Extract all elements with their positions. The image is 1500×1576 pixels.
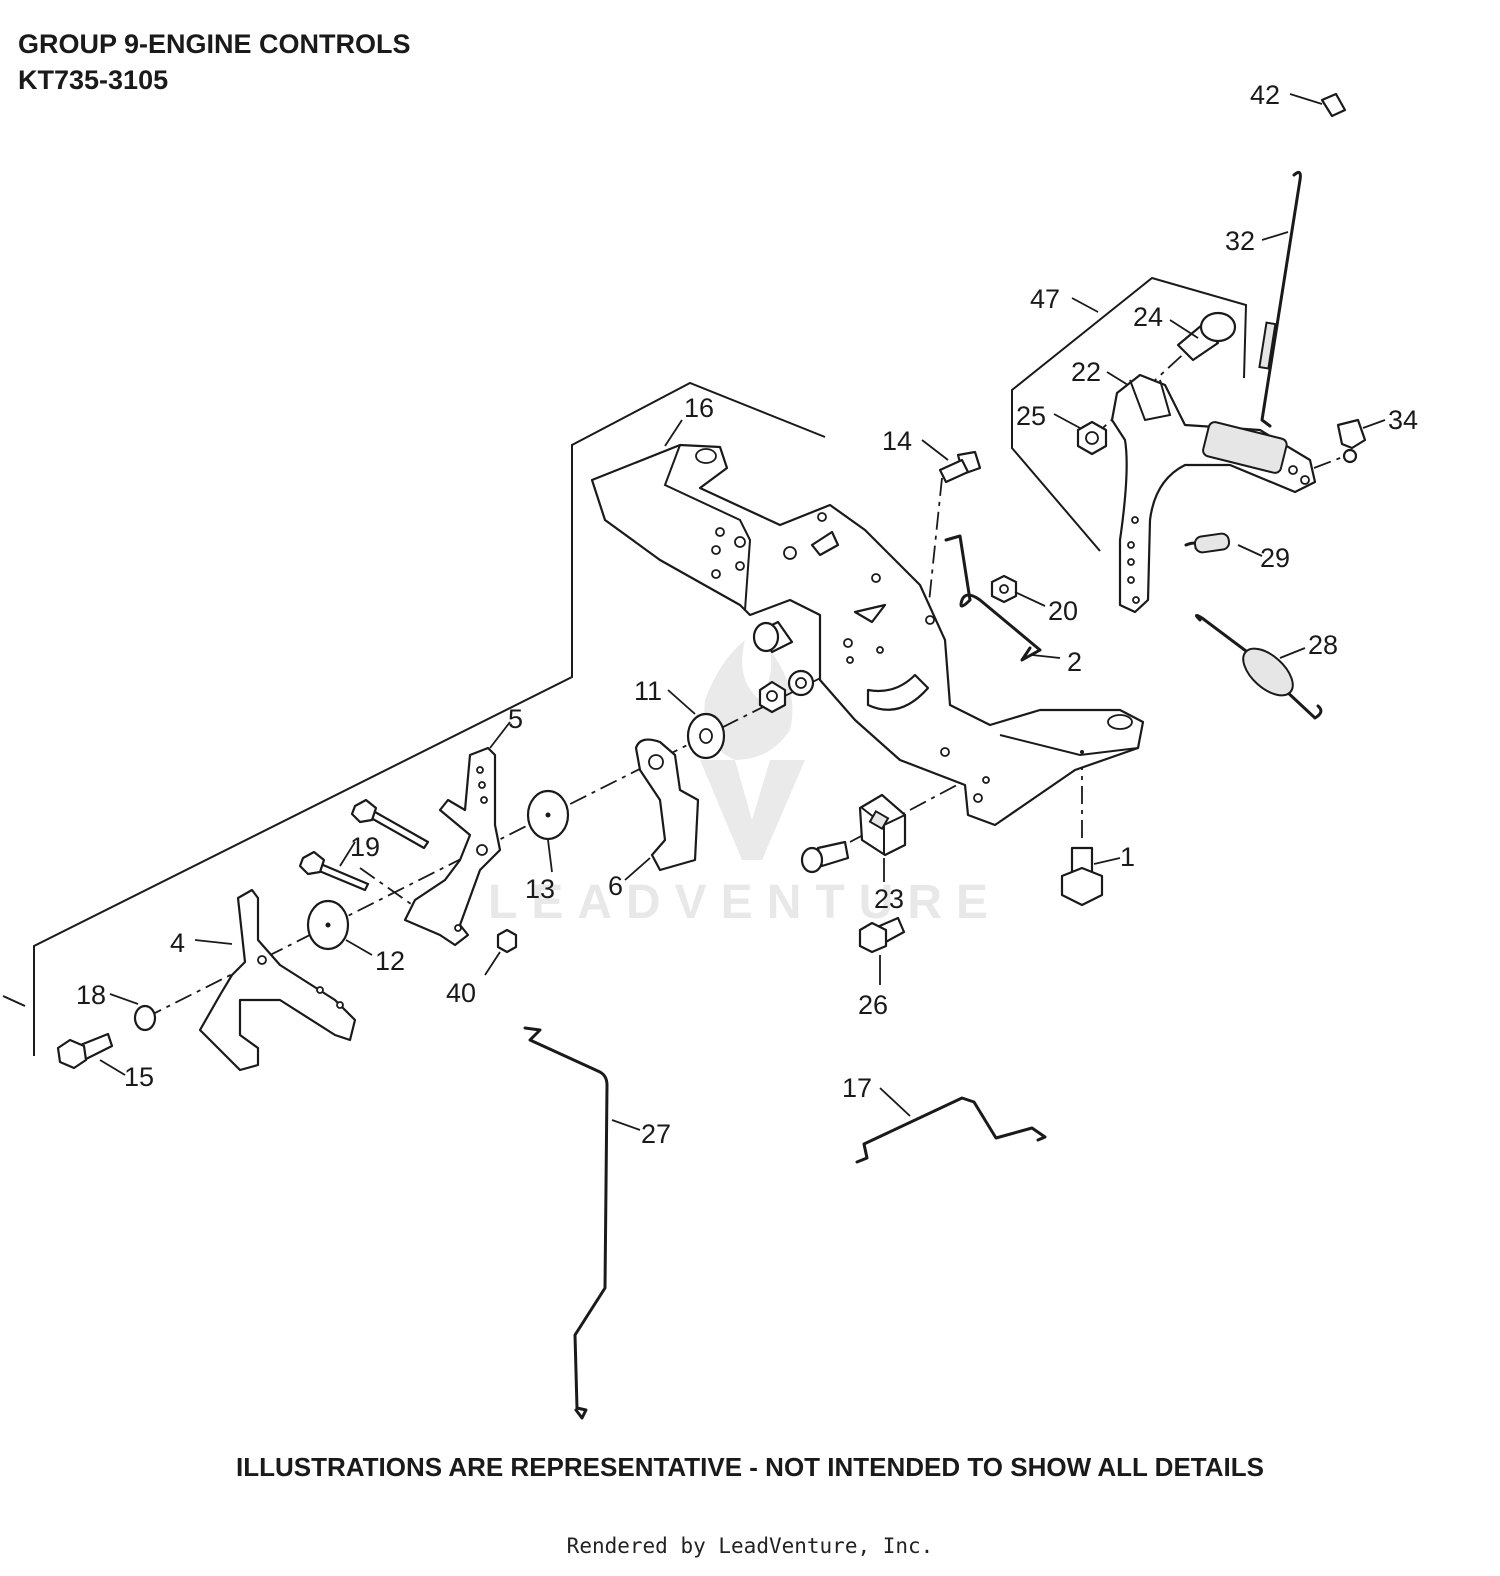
- callout-13: 13: [525, 874, 555, 904]
- callout-labels: 42 32 47 24 22 25 34 29 28 16 14 20 2 11…: [76, 80, 1418, 1149]
- part-29-clip: [1336, 418, 1367, 464]
- callout-22: 22: [1071, 357, 1101, 387]
- part-42-nut: [496, 928, 518, 954]
- group-title: GROUP 9-ENGINE CONTROLS: [18, 29, 411, 59]
- part-25-rod: [523, 1026, 609, 1420]
- leader-lines: [99, 93, 1386, 1131]
- part-4-bracket: [198, 888, 357, 1072]
- callout-20: 23: [874, 884, 904, 914]
- part-24-nut: [1076, 420, 1108, 456]
- part-23-knob: [1176, 311, 1237, 362]
- part-22-throttle-lever: [1110, 373, 1317, 614]
- part-40-bolt: [858, 916, 906, 954]
- part-14-bolt: [938, 450, 982, 484]
- bushing-nut: [758, 680, 787, 714]
- part-12-washer: [306, 899, 350, 951]
- callout-5: 5: [508, 704, 523, 734]
- callout-34: 17: [842, 1073, 872, 1103]
- axis-14: [927, 477, 943, 613]
- callout-24: 25: [1016, 401, 1046, 431]
- part-19-nut: [990, 574, 1018, 604]
- part-18-bolts: [298, 798, 430, 892]
- callout-19: 20: [1048, 596, 1078, 626]
- callout-47: 47: [1030, 284, 1060, 314]
- part-17-washer: [133, 1004, 157, 1032]
- callout-29: 34: [1388, 405, 1418, 435]
- part-20-block: [858, 793, 907, 857]
- callout-27: 29: [1260, 543, 1290, 573]
- part-32-rod: [1258, 170, 1302, 428]
- callout-1: 1: [1120, 842, 1135, 872]
- part-28-bushing: [1320, 92, 1347, 118]
- callout-14: 14: [882, 426, 912, 456]
- callout-28: 42: [1250, 80, 1280, 110]
- callout-23: 24: [1133, 302, 1163, 332]
- callout-15: 15: [124, 1062, 154, 1092]
- callout-6: 6: [608, 871, 623, 901]
- part-20-screw: [800, 840, 850, 874]
- part-34-rod: [855, 1096, 1047, 1164]
- callout-18: 19: [350, 832, 380, 862]
- axis-5: [359, 867, 446, 929]
- callout-26: 28: [1308, 630, 1338, 660]
- leadventure-watermark: LEADVENTURE: [488, 640, 1002, 929]
- callout-12: 12: [375, 946, 405, 976]
- part-11-washer: [686, 712, 726, 760]
- part-2-spring: [944, 534, 1042, 662]
- model-number: KT735-3105: [18, 65, 169, 95]
- callout-11: 11: [634, 676, 662, 706]
- part-27-spring: [1184, 532, 1231, 554]
- callout-42: 40: [446, 978, 476, 1008]
- part-13-washer: [526, 789, 570, 841]
- bracket-tick-left: [2, 995, 26, 1007]
- part-26-spring: [1195, 613, 1323, 720]
- part-15-bolt: [56, 1032, 114, 1070]
- rendered-by-text: Rendered by LeadVenture, Inc.: [566, 1534, 934, 1558]
- callout-2: 2: [1067, 647, 1082, 677]
- part-6-lever: [634, 738, 700, 872]
- parts-diagram: LEADVENTURE: [2, 80, 1418, 1420]
- axis-22: [1092, 347, 1191, 438]
- bracket-line-47: [1011, 276, 1248, 552]
- bracket-line-16: [33, 381, 826, 1056]
- callout-32: 32: [1225, 226, 1255, 256]
- part-1-bolt: [1060, 846, 1104, 907]
- callout-16: 16: [684, 393, 714, 423]
- callout-17: 18: [76, 980, 106, 1010]
- callout-40: 26: [858, 990, 888, 1020]
- part-5-bracket: [403, 746, 502, 947]
- callout-4: 4: [170, 928, 185, 958]
- callout-25: 27: [641, 1119, 671, 1149]
- disclaimer-text: ILLUSTRATIONS ARE REPRESENTATIVE - NOT I…: [236, 1452, 1264, 1482]
- watermark-text: LEADVENTURE: [488, 876, 1002, 929]
- engine-control-bracket: [590, 443, 1145, 827]
- axis-29: [1313, 454, 1349, 469]
